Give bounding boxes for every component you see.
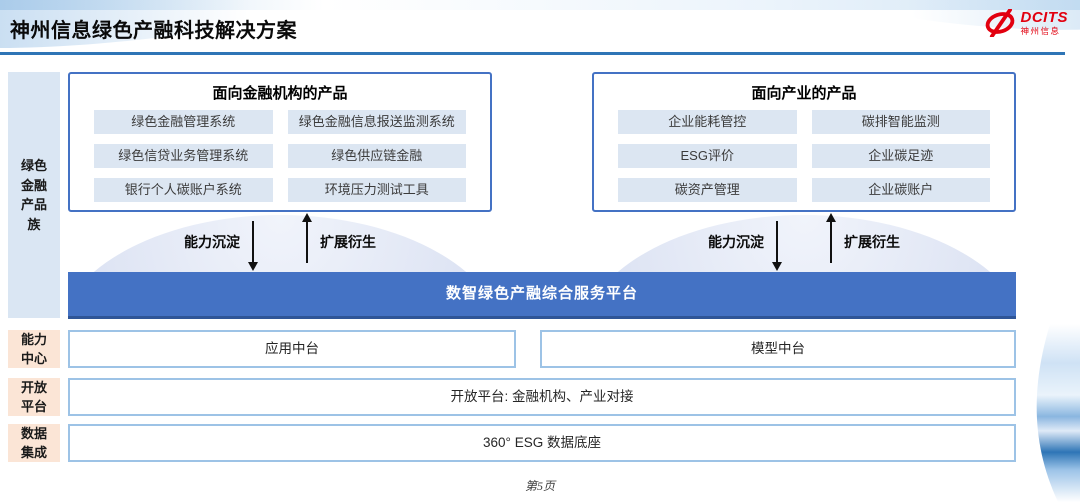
- arrow-down-icon: [247, 221, 258, 271]
- arrow-up-icon: [301, 213, 312, 263]
- flow-cluster-right: 能力沉淀 扩展衍生: [708, 212, 900, 272]
- data-base-row: 360° ESG 数据底座: [68, 424, 1016, 462]
- product-item: 绿色信贷业务管理系统: [94, 144, 273, 168]
- header-divider: [0, 52, 1065, 55]
- flow-label-down: 能力沉淀: [708, 234, 764, 250]
- arrow-down-icon: [771, 221, 782, 271]
- logo-text: DCITS 神州信息: [1021, 10, 1069, 36]
- logo-swirl-icon: [985, 9, 1014, 37]
- flow-cluster-left: 能力沉淀 扩展衍生: [184, 212, 376, 272]
- group-title-financial: 面向金融机构的产品: [212, 85, 348, 102]
- page-title: 神州信息绿色产融科技解决方案: [10, 20, 297, 42]
- product-grid-industry: 企业能耗管控 碳排智能监测 ESG评价 企业碳足迹 碳资产管理 企业碳账户: [594, 110, 1014, 202]
- product-grid-financial: 绿色金融管理系统 绿色金融信息报送监测系统 绿色信贷业务管理系统 绿色供应链金融…: [70, 110, 490, 202]
- product-item: ESG评价: [618, 144, 797, 168]
- product-group-financial: 面向金融机构的产品 绿色金融管理系统 绿色金融信息报送监测系统 绿色信贷业务管理…: [68, 72, 492, 212]
- page-number: 第5页: [524, 479, 555, 493]
- product-item: 环境压力测试工具: [287, 178, 466, 202]
- middle-platform-model: 模型中台: [540, 330, 1016, 368]
- flow-label-up: 扩展衍生: [844, 234, 900, 250]
- flow-label-up: 扩展衍生: [320, 234, 376, 250]
- sidebar-label-open-platform: 开放平台: [8, 378, 60, 416]
- arrow-up-icon: [825, 213, 836, 263]
- product-item: 绿色金融信息报送监测系统: [287, 110, 466, 134]
- product-item: 绿色供应链金融: [287, 144, 466, 168]
- product-item: 碳排智能监测: [811, 110, 990, 134]
- open-platform-row: 开放平台: 金融机构、产业对接: [68, 378, 1016, 416]
- product-item: 企业碳足迹: [811, 144, 990, 168]
- sidebar-label-product-family: 绿色金融产品族: [8, 72, 60, 318]
- product-item: 碳资产管理: [618, 178, 797, 202]
- product-item: 企业碳账户: [811, 178, 990, 202]
- logo-company: 神州信息: [1020, 26, 1061, 37]
- group-title-industry: 面向产业的产品: [751, 85, 857, 102]
- sidebar-label-capability-center: 能力中心: [8, 330, 60, 368]
- flow-strip: 能力沉淀 扩展衍生 能力沉淀 扩展衍生: [0, 212, 1080, 272]
- product-group-industry: 面向产业的产品 企业能耗管控 碳排智能监测 ESG评价 企业碳足迹 碳资产管理 …: [592, 72, 1016, 212]
- flow-label-down: 能力沉淀: [184, 234, 240, 250]
- header-gradient-band: [0, 0, 1080, 10]
- platform-bar: 数智绿色产融综合服务平台: [68, 272, 1016, 319]
- dcits-logo: DCITS 神州信息: [983, 9, 1069, 37]
- sidebar-label-data-integration: 数据集成: [8, 424, 60, 462]
- product-item: 绿色金融管理系统: [94, 110, 273, 134]
- product-item: 银行个人碳账户系统: [94, 178, 273, 202]
- logo-brand: DCITS: [1020, 9, 1068, 27]
- middle-platform-application: 应用中台: [68, 330, 516, 368]
- corner-swoosh-decoration: [1036, 324, 1080, 502]
- product-item: 企业能耗管控: [618, 110, 797, 134]
